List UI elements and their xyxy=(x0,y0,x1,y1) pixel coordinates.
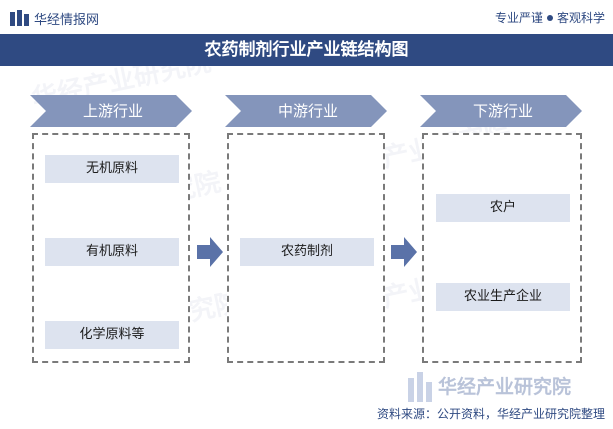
slogan-left: 专业严谨 xyxy=(494,11,543,25)
brand-name: 华经情报网 xyxy=(34,13,100,28)
downstream-item: 农业生产企业 xyxy=(436,283,570,311)
chevron-shape-icon xyxy=(30,95,192,127)
stage-label: 下游行业 xyxy=(472,102,533,120)
stage-label: 中游行业 xyxy=(277,102,338,120)
stage-header-downstream: 下游行业 xyxy=(420,95,582,127)
slogan-right: 客观科学 xyxy=(556,11,605,25)
stage-label: 上游行业 xyxy=(82,102,143,120)
footer-watermark: 华经产业研究院 xyxy=(404,370,604,404)
chevron-shape-icon xyxy=(225,95,387,127)
upstream-item: 化学原料等 xyxy=(45,321,179,349)
chevron-shape-icon xyxy=(420,95,582,127)
page-title: 农药制剂行业产业链结构图 xyxy=(0,34,613,66)
midstream-item: 农药制剂 xyxy=(240,238,374,266)
midstream-group: 农药制剂 xyxy=(227,133,385,363)
arrow-right-icon xyxy=(391,237,417,267)
downstream-item: 农户 xyxy=(436,194,570,222)
watermark-brand: 华经产业研究院 xyxy=(438,376,572,398)
slogan-dot-icon xyxy=(546,15,553,21)
upstream-group: 无机原料 有机原料 化学原料等 xyxy=(32,133,190,363)
arrow-right-icon xyxy=(197,237,223,267)
stage-header-upstream: 上游行业 xyxy=(30,95,192,127)
top-bar: 华经情报网 专业严谨客观科学 xyxy=(0,0,613,34)
downstream-group: 农户 农业生产企业 xyxy=(422,133,582,363)
stage-header-midstream: 中游行业 xyxy=(225,95,387,127)
watermark-logo-icon xyxy=(408,372,432,402)
slogan: 专业严谨客观科学 xyxy=(495,9,605,26)
logo-icon xyxy=(10,10,29,26)
upstream-item: 无机原料 xyxy=(45,155,179,183)
source-note: 资料来源：公开资料，华经产业研究院整理 xyxy=(376,407,605,421)
upstream-item: 有机原料 xyxy=(45,238,179,266)
